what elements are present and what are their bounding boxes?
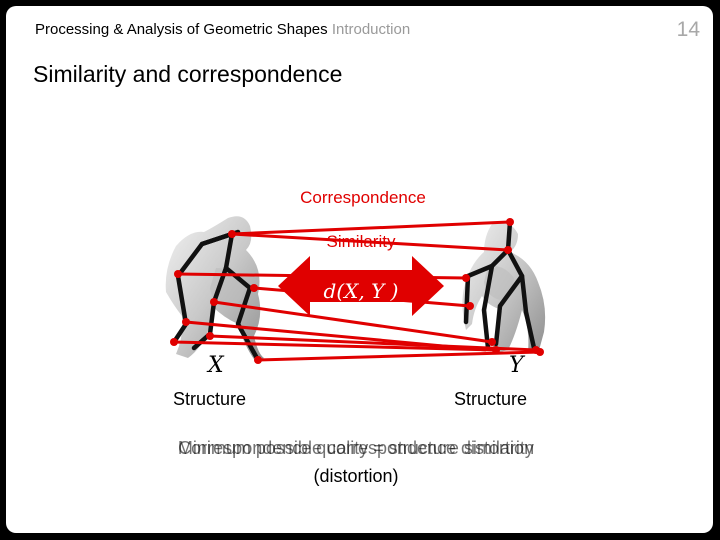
- slide-title: Similarity and correspondence: [33, 61, 343, 87]
- overlapped-line-1: Minimum possible correspondence distorti…: [177, 438, 535, 458]
- shape-y-label: Y: [509, 353, 526, 378]
- structure-right-label: Structure: [454, 389, 528, 409]
- similarity-arrow: [278, 256, 444, 316]
- course-title: Processing & Analysis of Geometric Shape…: [35, 21, 328, 38]
- distance-label: d(X, Y ): [324, 279, 399, 303]
- slide-header: Processing & Analysis of Geometric Shape…: [35, 21, 410, 38]
- slide: Processing & Analysis of Geometric Shape…: [6, 6, 713, 533]
- section-title: Introduction: [331, 21, 411, 38]
- overlapped-line-2: Correspondence quality = structure simil…: [178, 438, 534, 458]
- structure-left-label: Structure: [173, 389, 247, 409]
- correspondence-points: [170, 218, 544, 364]
- page-number: 14: [676, 18, 700, 41]
- bottom-caption: Minimum possible correspondence distorti…: [146, 438, 566, 487]
- similarity-label: Similarity: [327, 232, 396, 251]
- correspondence-label: Correspondence: [300, 188, 426, 207]
- correspondence-figure: Correspondence Similarity d(X, Y ) X Y: [165, 188, 546, 378]
- distortion-note: (distortion): [313, 466, 399, 486]
- shape-x-label: X: [206, 353, 225, 378]
